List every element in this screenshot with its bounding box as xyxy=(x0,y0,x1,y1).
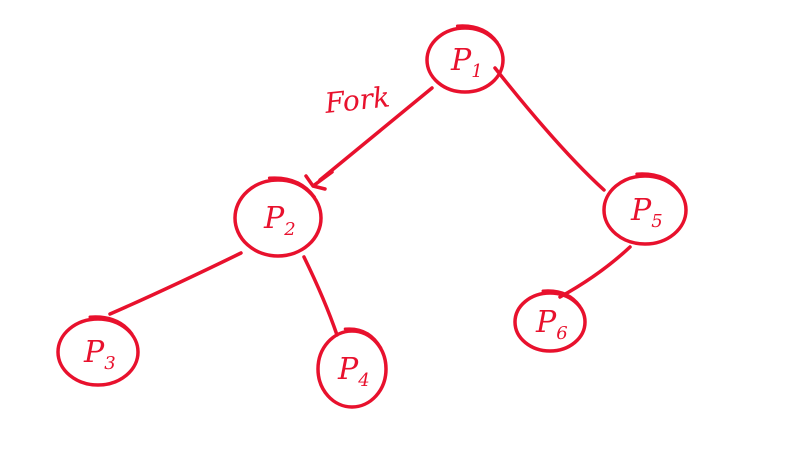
node-subscript: 2 xyxy=(283,219,295,240)
node-circle-overstroke xyxy=(635,172,682,193)
edge-p1-p2: Fork xyxy=(304,80,434,191)
node-letter: P xyxy=(337,352,359,387)
edge-p1-p5 xyxy=(493,66,606,192)
node-circle xyxy=(513,291,587,353)
node-letter: P xyxy=(630,193,652,228)
node-circle xyxy=(316,329,388,409)
node-label: P4 xyxy=(337,352,370,391)
node-subscript: 4 xyxy=(357,370,369,391)
node-circle xyxy=(233,178,323,258)
node-label: P2 xyxy=(263,201,296,240)
edge-line xyxy=(558,245,632,299)
node-subscript: 6 xyxy=(556,323,567,344)
node-letter: P xyxy=(83,335,105,370)
edge-line xyxy=(318,86,434,182)
edge-line xyxy=(493,66,606,192)
node-circle-overstroke xyxy=(455,24,499,44)
node-circle xyxy=(602,174,688,246)
node-p2: P2 xyxy=(233,176,323,258)
node-letter: P xyxy=(263,201,285,236)
node-label: P5 xyxy=(630,193,663,232)
edge-line xyxy=(302,255,339,337)
arrowhead-icon xyxy=(304,170,334,191)
edge-p5-p6 xyxy=(558,245,632,299)
node-subscript: 5 xyxy=(651,211,662,232)
node-circle-overstroke xyxy=(88,315,134,336)
node-letter: P xyxy=(535,305,557,340)
node-p5: P5 xyxy=(602,172,688,246)
node-circle xyxy=(425,26,505,94)
node-circle-overstroke xyxy=(267,176,317,199)
node-p6: P6 xyxy=(513,289,587,353)
node-label: P3 xyxy=(83,335,116,374)
node-subscript: 3 xyxy=(104,353,115,374)
node-label: P1 xyxy=(450,43,483,82)
edge-line xyxy=(108,251,243,316)
edge-label: Fork xyxy=(322,80,391,120)
node-p4: P4 xyxy=(316,327,388,409)
edge-p2-p4 xyxy=(302,255,339,337)
node-p1: P1 xyxy=(425,24,505,94)
node-subscript: 1 xyxy=(471,61,482,82)
node-letter: P xyxy=(450,43,472,78)
edge-p2-p3 xyxy=(108,251,243,316)
node-label: P6 xyxy=(535,305,568,344)
node-circle-overstroke xyxy=(343,327,383,350)
node-circle xyxy=(56,317,140,387)
node-circle-overstroke xyxy=(541,289,582,308)
node-p3: P3 xyxy=(56,315,140,387)
edges-layer: Fork xyxy=(108,66,632,337)
